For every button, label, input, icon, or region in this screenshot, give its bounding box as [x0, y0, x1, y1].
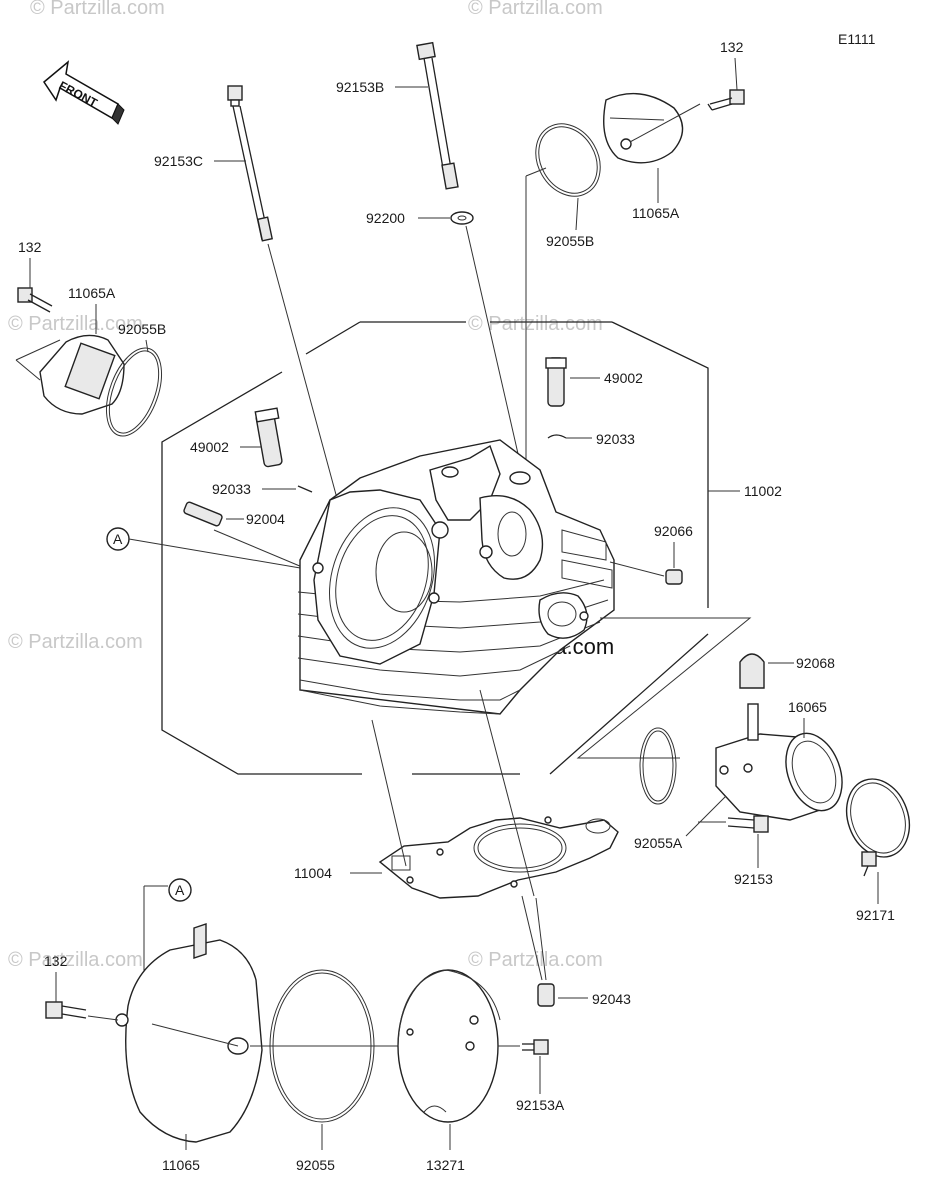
label-92055a: 92055A — [634, 835, 683, 851]
label-11004: 11004 — [294, 865, 332, 881]
label-92043: 92043 — [592, 991, 631, 1007]
intake-pipe-16065 — [715, 703, 843, 821]
label-92200: 92200 — [366, 210, 405, 226]
bolt-132-top — [707, 89, 745, 111]
watermark: © Partzilla.com — [8, 631, 143, 653]
oring-92055b-left — [106, 347, 162, 437]
label-92153a: 92153A — [516, 1097, 565, 1113]
label-13271: 13271 — [426, 1157, 465, 1173]
label-92055b-top: 92055B — [546, 233, 594, 249]
label-132-bottom: 132 — [44, 953, 68, 969]
watermark: © Partzilla.com — [8, 949, 143, 971]
callout-a-bottom-label: A — [175, 882, 185, 898]
watermarks: © Partzilla.com © Partzilla.com © Partzi… — [8, 0, 603, 971]
plate-13271 — [397, 969, 501, 1123]
clip-92033-right — [547, 434, 567, 439]
label-92004: 92004 — [246, 511, 285, 527]
stud-92004 — [183, 501, 223, 527]
label-49002-left: 49002 — [190, 439, 229, 455]
label-49002-right: 49002 — [604, 370, 643, 386]
label-92055b-left: 92055B — [118, 321, 166, 337]
clip-92033-left — [297, 485, 313, 493]
label-92153b: 92153B — [336, 79, 384, 95]
label-92033-right: 92033 — [596, 431, 635, 447]
callout-a-top-label: A — [113, 531, 123, 547]
callout-a-bottom — [168, 878, 192, 902]
label-132-left: 132 — [18, 239, 42, 255]
watermark: © Partzilla.com — [468, 313, 603, 335]
stud-92153b — [416, 41, 459, 190]
label-92153c: 92153C — [154, 153, 203, 169]
cap-11065a-top — [603, 92, 684, 164]
label-92066: 92066 — [654, 523, 693, 539]
label-16065: 16065 — [788, 699, 827, 715]
bolt-92153 — [727, 815, 769, 833]
label-11065a-left: 11065A — [68, 285, 116, 301]
bolt-132-left — [17, 287, 53, 313]
cap-11065a-left — [15, 334, 125, 415]
label-11065: 11065 — [162, 1157, 200, 1173]
cover-11065 — [115, 923, 263, 1143]
valve-guide-49002-right — [545, 357, 567, 407]
assembly-outline — [161, 321, 709, 775]
bolt-92153a — [522, 1039, 549, 1055]
cap-92068 — [739, 653, 765, 689]
watermark: © Partzilla.com — [468, 0, 603, 19]
watermark: © Partzilla.com — [468, 949, 603, 971]
label-92055: 92055 — [296, 1157, 335, 1173]
label-92033-left: 92033 — [212, 481, 251, 497]
label-92171: 92171 — [856, 907, 895, 923]
dowel-92043 — [537, 983, 555, 1007]
cylinder-head-11002 — [297, 439, 615, 715]
label-92068: 92068 — [796, 655, 835, 671]
watermark: © Partzilla.com — [30, 0, 165, 19]
gasket-11004 — [378, 816, 619, 899]
valve-guide-49002-left — [254, 407, 283, 468]
label-11065a-top: 11065A — [632, 205, 680, 221]
watermark: © Partzilla.com — [8, 313, 143, 335]
washer-92200 — [450, 211, 474, 225]
label-132-top: 132 — [720, 39, 744, 55]
front-arrow-icon: FRONT — [43, 60, 125, 125]
diagram-code: E1111 — [838, 31, 876, 47]
oring-92055b-top — [535, 123, 601, 197]
label-92153: 92153 — [734, 871, 773, 887]
label-11002: 11002 — [744, 483, 782, 499]
clamp-92171 — [845, 778, 911, 877]
oring-92055a — [639, 727, 677, 805]
dowel-92066 — [665, 569, 683, 585]
bolt-132-bottom — [45, 1001, 87, 1019]
